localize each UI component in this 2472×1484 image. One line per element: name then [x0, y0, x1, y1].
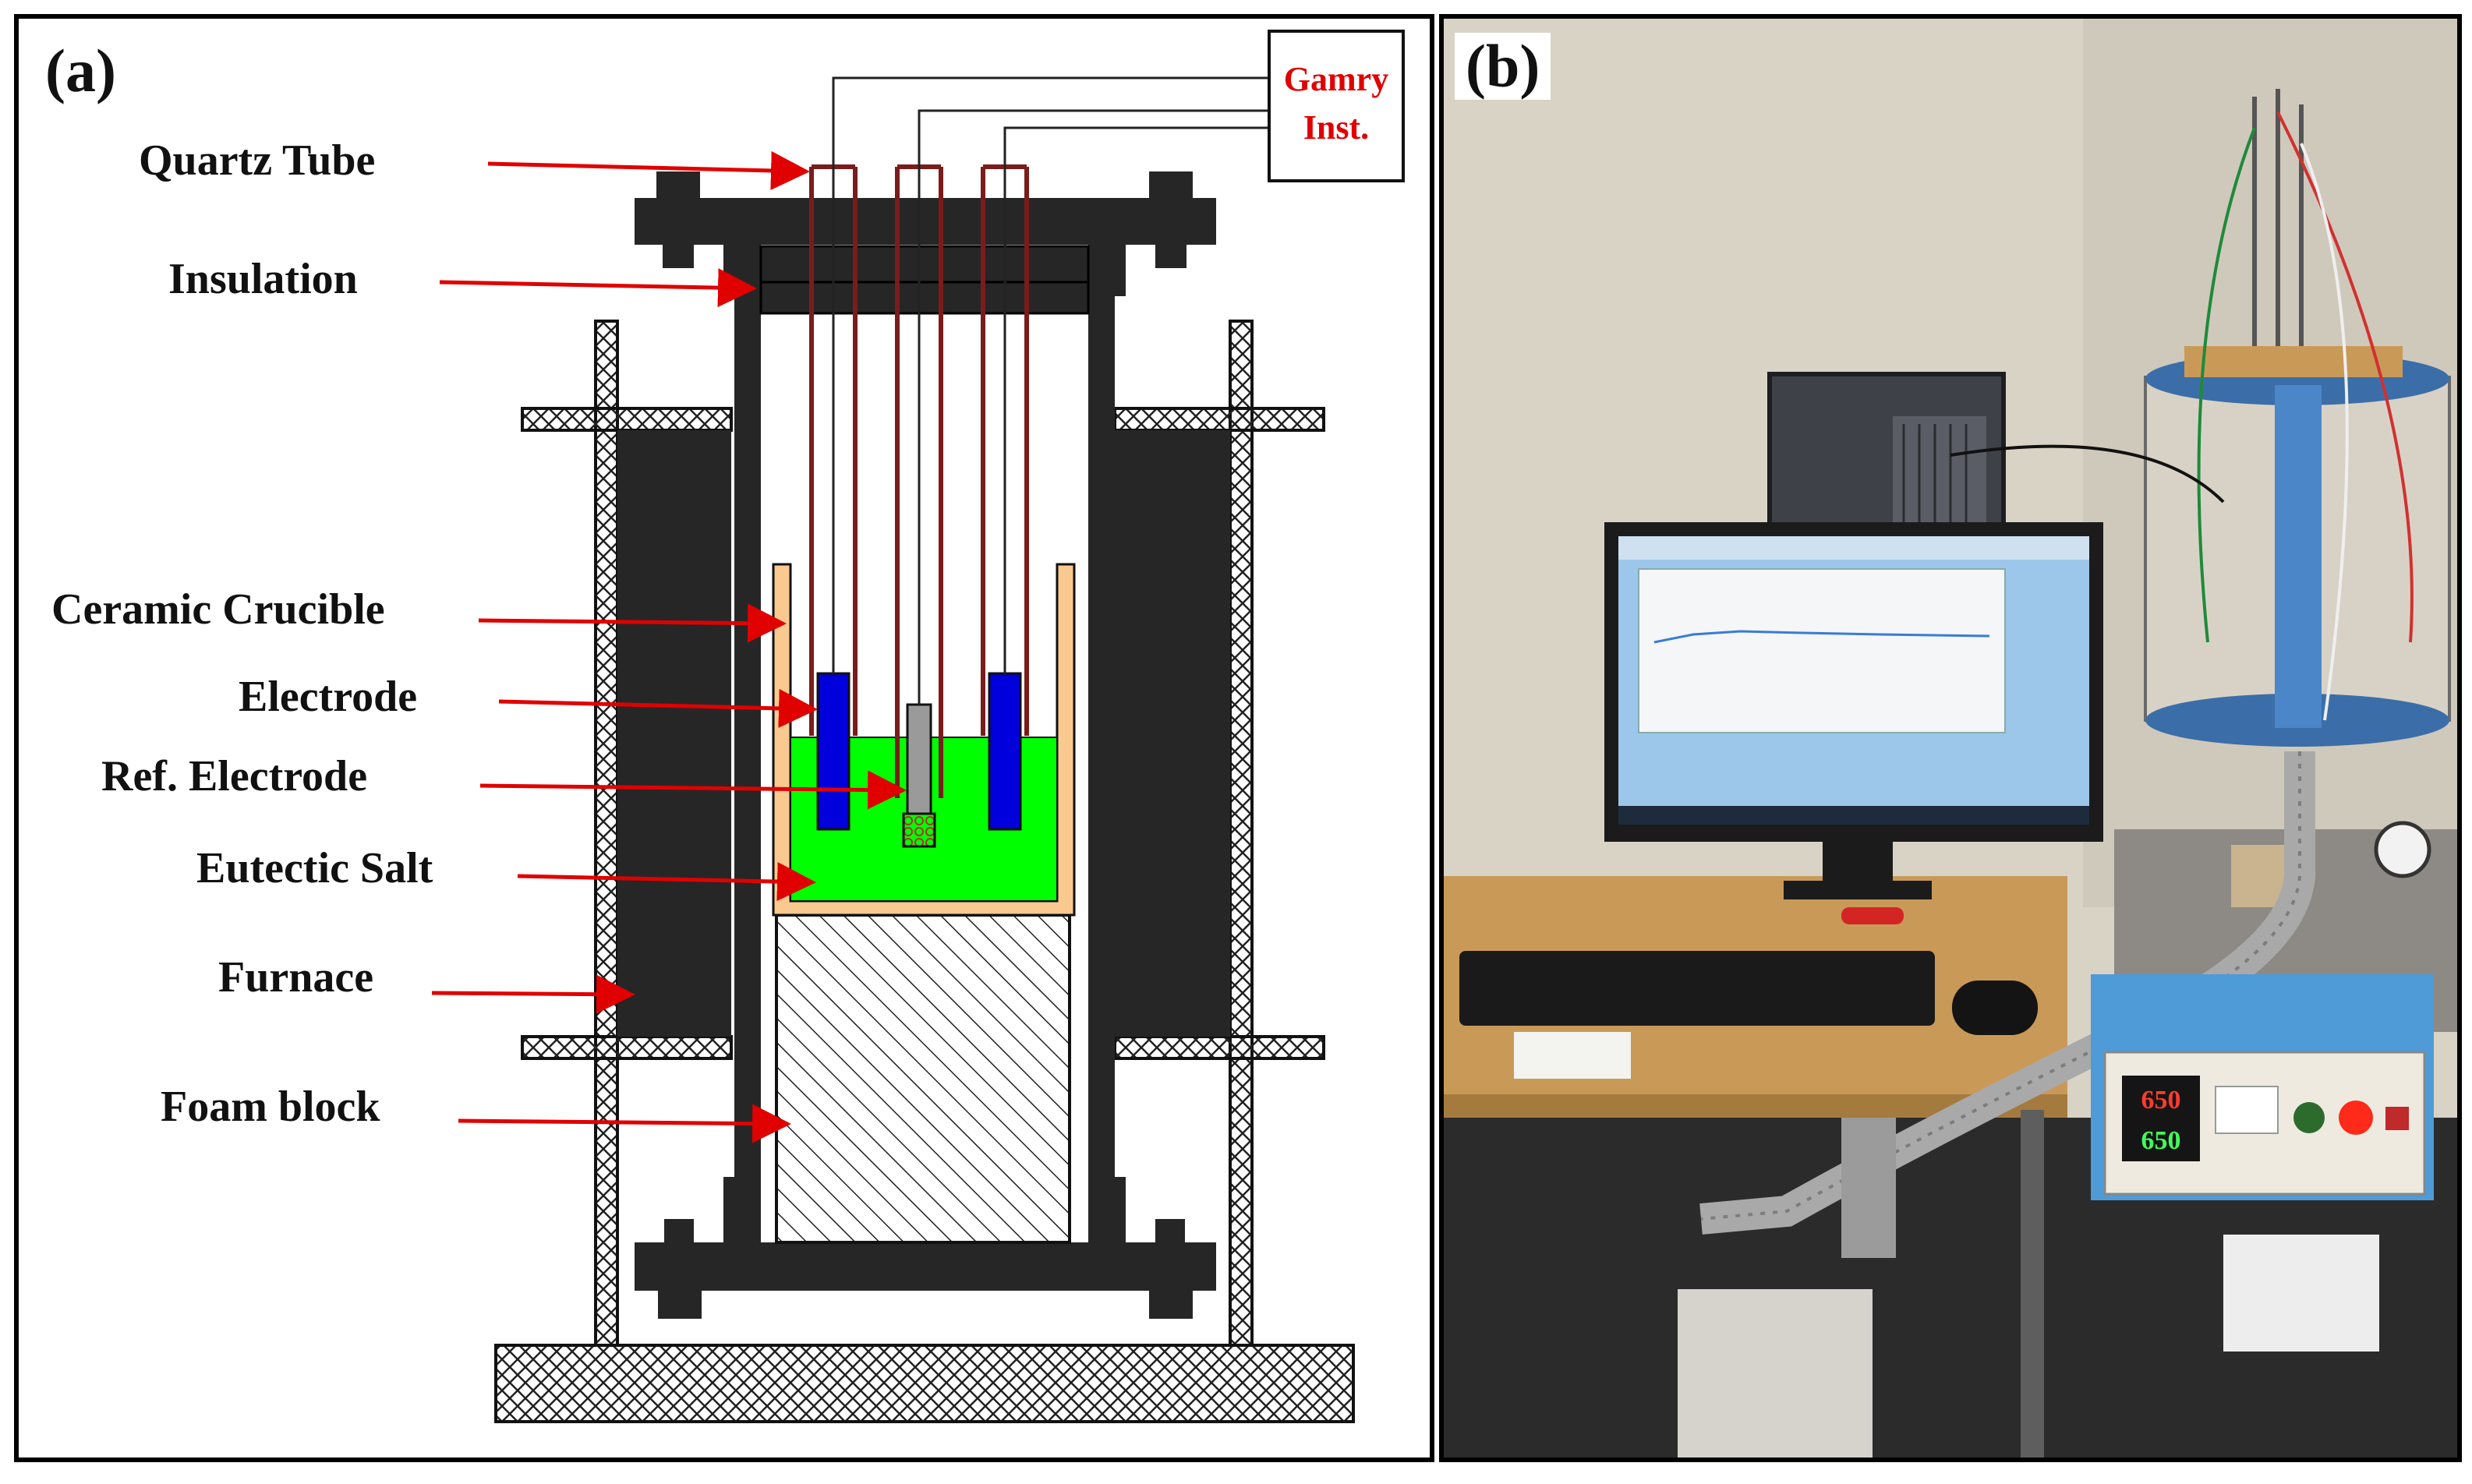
schematic-diagram: Gamry Inst. Quartz Tube Insulation Ceram…	[51, 30, 1405, 1423]
lead-wires	[832, 76, 1269, 705]
gamry-instrument-box	[1268, 30, 1405, 182]
left-support-post	[594, 320, 619, 1347]
foam-block	[775, 913, 1071, 1244]
reference-frit	[902, 812, 936, 848]
keyboard	[1459, 951, 1935, 1026]
bottom-lid	[635, 1242, 1216, 1291]
lower-right-shelf	[1113, 1035, 1325, 1060]
controller-display-bottom: 650	[2141, 1126, 2181, 1155]
callout-ceramic-crucible: Ceramic Crucible	[51, 585, 385, 634]
callout-furnace: Furnace	[218, 953, 373, 1002]
gamry-label-line2: Inst.	[1303, 108, 1369, 147]
upper-right-shelf	[1113, 407, 1325, 432]
lower-left-shelf	[521, 1035, 733, 1060]
lab-setup-illustration: 650 650	[1444, 19, 2457, 1458]
furnace-left-block	[617, 430, 731, 1037]
upper-left-shelf	[521, 407, 733, 432]
paper-note	[1514, 1032, 1631, 1079]
callout-foam-block: Foam block	[161, 1083, 380, 1131]
furnace-right-block	[1115, 430, 1230, 1037]
power-indicator	[2339, 1101, 2373, 1135]
vessel-right-wall	[1088, 229, 1115, 1242]
vacuum-pump	[1678, 1289, 1873, 1458]
pressure-gauge	[2374, 821, 2431, 878]
callout-ref-electrode: Ref. Electrode	[101, 752, 367, 800]
electrode-left	[816, 672, 851, 831]
screwdriver	[1841, 907, 1904, 924]
callout-arrows	[431, 150, 907, 1143]
controller-display-top: 650	[2141, 1086, 2181, 1115]
electrode-right	[988, 672, 1022, 831]
gamry-label-line1: Gamry	[1284, 60, 1388, 98]
callout-eutectic-salt: Eutectic Salt	[196, 844, 433, 892]
base-plate	[494, 1344, 1355, 1423]
panel-a-schematic: (a)	[14, 14, 1434, 1462]
mouse	[1952, 980, 2038, 1035]
panel-b-label: (b)	[1455, 33, 1551, 100]
ceramic-crucible	[772, 563, 1076, 917]
top-lid	[635, 198, 1216, 245]
right-support-post	[1229, 320, 1254, 1347]
reference-electrode	[906, 703, 932, 815]
panel-a-label: (a)	[34, 37, 127, 104]
callout-insulation: Insulation	[168, 255, 358, 303]
callout-quartz-tube: Quartz Tube	[139, 136, 375, 185]
callout-electrode: Electrode	[239, 673, 417, 721]
panel-b-photo: 650 650 (b)	[1439, 14, 2462, 1462]
vessel-left-wall	[734, 229, 761, 1242]
